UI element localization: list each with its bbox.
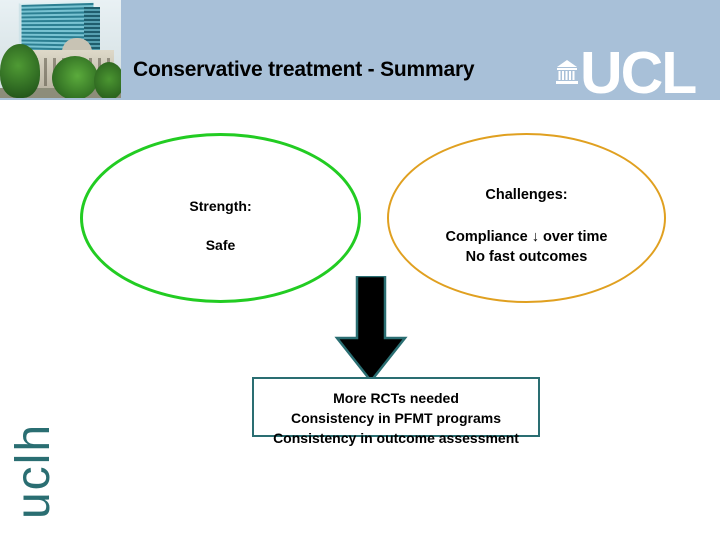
header-photo [0,0,121,98]
ucl-logo: UCL [556,44,720,106]
photo-tree-right [94,62,121,98]
down-arrow-icon [334,276,408,383]
outcome-box: More RCTs needed Consistency in PFMT pro… [252,377,540,446]
uclh-watermark-text: uclh [7,422,60,520]
outcome-line-3: Consistency in outcome assessment [273,430,519,446]
outcome-line-1: More RCTs needed [333,390,459,406]
challenges-ellipse: Challenges: Compliance ↓ over time No fa… [387,133,666,303]
strength-ellipse: Strength: Safe [80,133,361,303]
outcome-line-2: Consistency in PFMT programs [290,410,502,426]
strength-body: Safe [205,237,236,253]
outcome-box-text: More RCTs needed Consistency in PFMT pro… [240,388,552,448]
challenges-heading: Challenges: [485,187,568,203]
page-title: Conservative treatment - Summary [133,58,475,81]
ucl-wordmark: UCL [580,40,697,106]
photo-tree-center [52,56,98,98]
challenges-body-line-2: No fast outcomes [465,249,588,265]
photo-tree-left [0,44,40,98]
ucl-portico-icon [556,60,578,84]
strength-heading: Strength: [189,198,252,214]
challenges-body-line-1: Compliance ↓ over time [445,229,608,245]
challenges-body: Compliance ↓ over time No fast outcomes [389,227,664,267]
photo-dome [62,38,92,52]
uclh-watermark: uclh [2,398,66,530]
